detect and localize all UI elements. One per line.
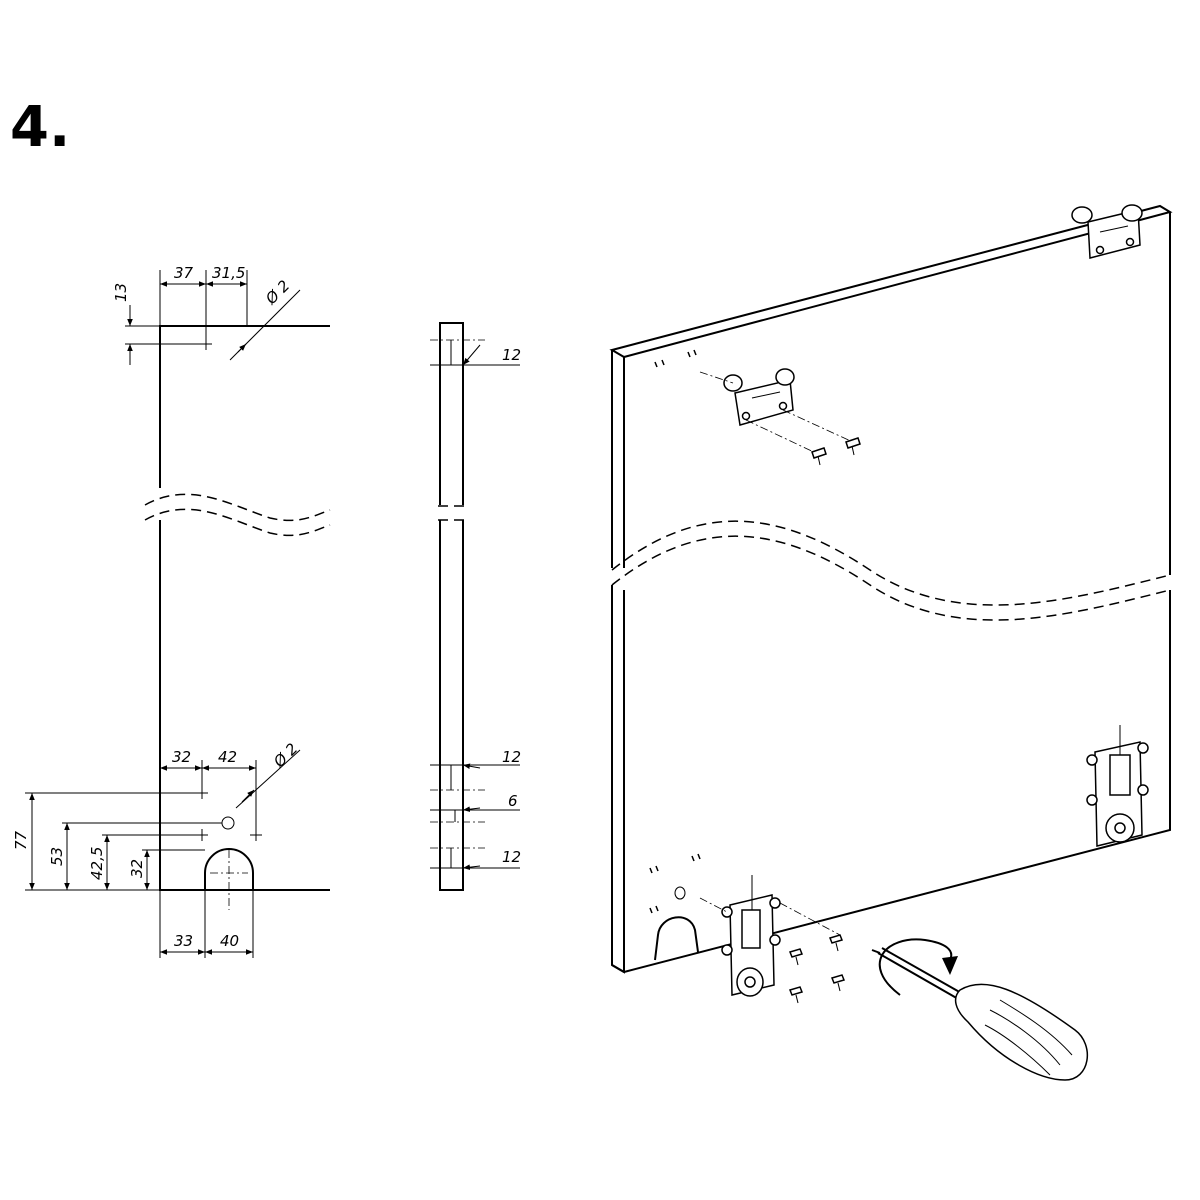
dim-side-bottom-12: 12	[502, 848, 521, 866]
hanger-bracket-icon	[699, 368, 856, 456]
dim-side-mid-6: 6	[508, 792, 518, 810]
front-view-drawing: 37 31,5 13 Ø 2 32 42	[12, 264, 331, 958]
dim-height-32: 32	[128, 859, 146, 878]
dim-top-31-5: 31,5	[212, 264, 245, 282]
roller-bracket-icon	[1086, 725, 1149, 847]
dim-top-13: 13	[112, 283, 130, 302]
roller-bracket-icon	[699, 875, 841, 997]
step-number: 4.	[10, 95, 71, 160]
dim-height-77: 77	[12, 830, 30, 850]
dim-height-53: 53	[48, 847, 66, 866]
round-hole-mark	[674, 886, 686, 900]
bottom-hole-marks	[196, 787, 262, 841]
screwdriver-icon	[871, 947, 1089, 1081]
dim-height-42-5: 42,5	[88, 847, 106, 880]
panel-notch	[654, 916, 699, 961]
screw-icon	[788, 934, 846, 1004]
dim-bottom-32: 32	[172, 748, 191, 766]
door-panel-isometric	[609, 204, 1173, 974]
side-view-drawing: 12 12 6 12	[430, 322, 521, 891]
dim-notch-33: 33	[174, 932, 193, 950]
pilot-holes	[649, 349, 701, 914]
dim-top-37: 37	[174, 264, 194, 282]
dim-side-top-12: 12	[502, 346, 521, 364]
dim-bottom-42: 42	[218, 748, 237, 766]
dim-side-mid-12: 12	[502, 748, 521, 766]
rotation-arrow-icon	[878, 938, 958, 996]
hanger-bracket-icon	[1071, 204, 1143, 259]
dim-top-diameter: Ø 2	[261, 277, 293, 309]
dim-bottom-diameter: Ø 2	[269, 740, 301, 772]
notch-cutout	[204, 848, 254, 890]
dim-notch-40: 40	[220, 932, 239, 950]
screw-icon	[811, 437, 861, 466]
